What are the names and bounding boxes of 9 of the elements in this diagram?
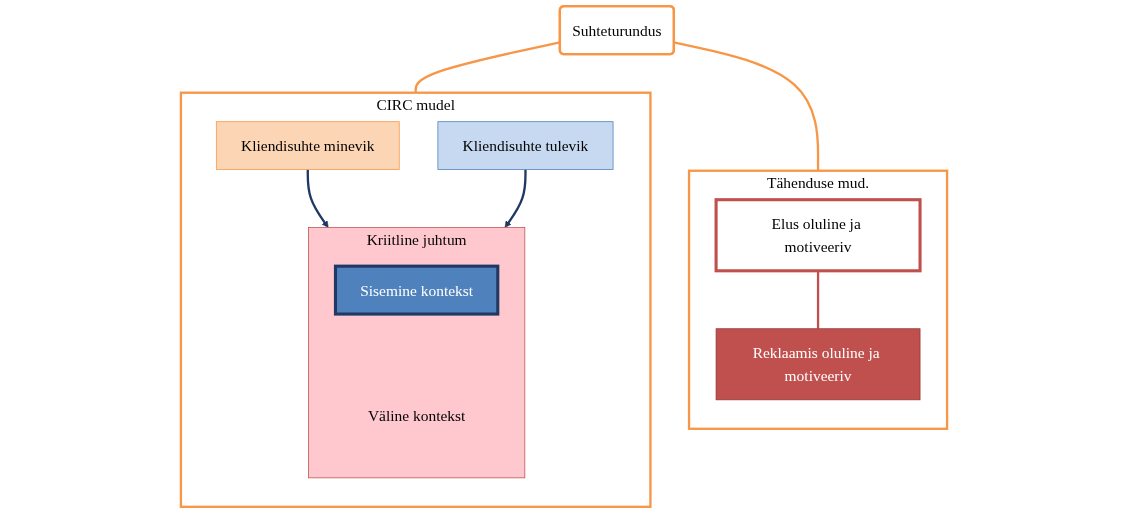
connector (673, 41, 820, 171)
arrow (306, 169, 329, 228)
connector (816, 270, 820, 329)
node-box: Sisemine kontekst (333, 264, 500, 316)
node-box: Elus oluline ja motiveeriv (714, 198, 922, 273)
arrow (504, 169, 527, 228)
node-box: Reklaamis oluline ja motiveeriv (715, 328, 921, 401)
node-box: Kliendisuhte tulevik (437, 121, 614, 170)
node-box: Kliendisuhte minevik (215, 121, 400, 170)
